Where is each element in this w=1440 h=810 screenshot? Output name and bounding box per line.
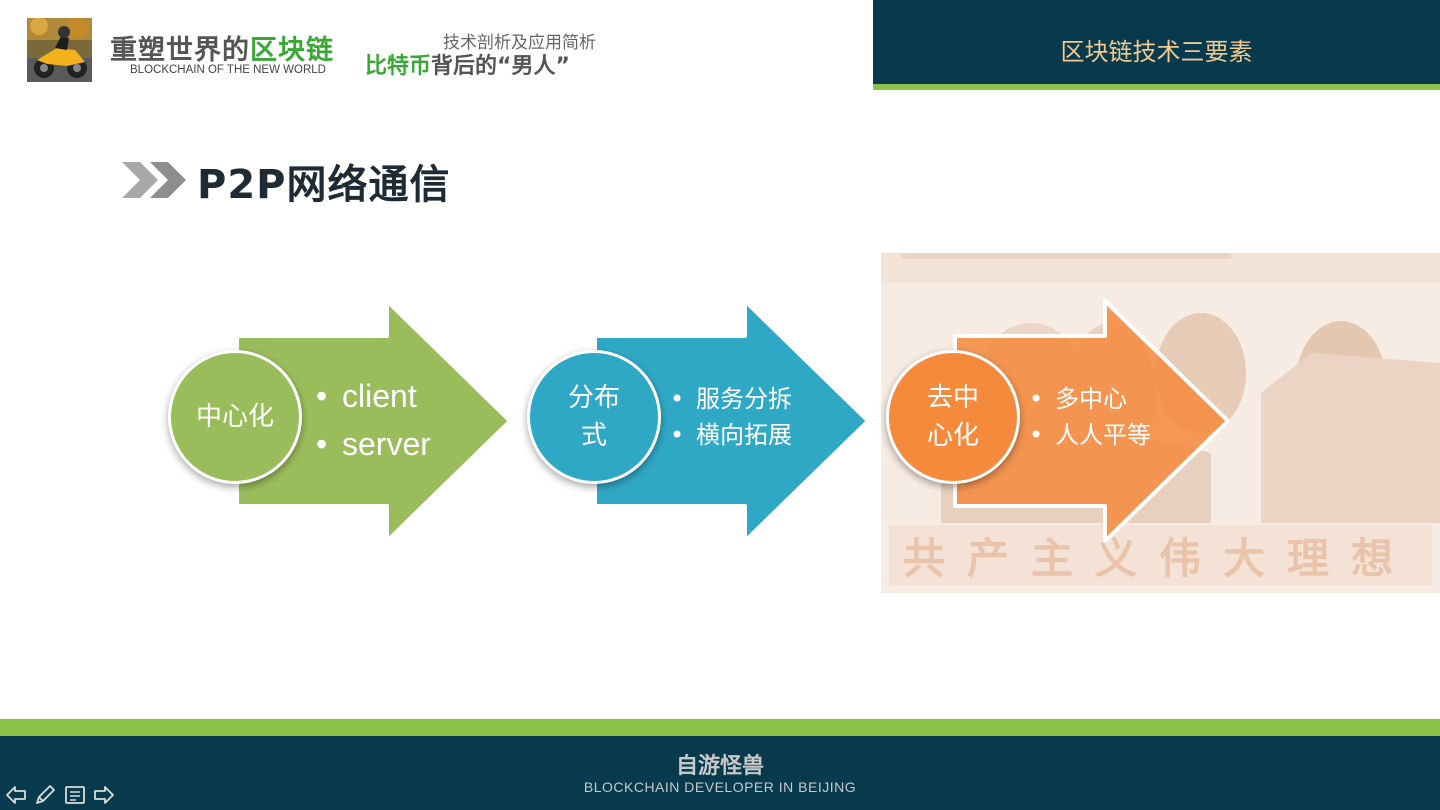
stage-label: 去中心化 xyxy=(927,379,979,455)
footer-subtitle: BLOCKCHAIN DEVELOPER IN BEIJING xyxy=(583,779,857,795)
pen-icon[interactable] xyxy=(33,783,57,807)
stage-label: 中心化 xyxy=(195,402,274,432)
topic-title-highlight: 比特币 xyxy=(365,54,432,79)
stage-circle-decentralized: 去中心化 xyxy=(886,350,1020,484)
topic-title-rest: 背后的“男人” xyxy=(431,54,570,79)
stage-circle-centralized: 中心化 xyxy=(168,350,302,484)
poster-caption: 共产主义伟大理想 xyxy=(903,534,1415,583)
stage-label-line1: 去中 xyxy=(926,383,979,413)
brand-title-highlight: 区块链 xyxy=(250,35,334,66)
bullet-item: server xyxy=(316,420,431,468)
stage-label-line1: 分布 xyxy=(567,383,620,413)
stage-bullets-3: 多中心 人人平等 xyxy=(1029,381,1151,453)
footer-title: 自游怪兽 xyxy=(675,754,764,779)
topic-subtitle: 技术剖析及应用简析 xyxy=(443,33,596,53)
footer-bar xyxy=(0,736,1440,810)
stage-label-line2: 式 xyxy=(580,421,607,451)
bullet-item: 横向拓展 xyxy=(670,417,792,453)
slide-heading: P2P网络通信 xyxy=(197,162,451,208)
double-chevron-icon xyxy=(122,162,186,198)
previous-icon[interactable] xyxy=(4,783,28,807)
header-panel xyxy=(873,0,1440,84)
brand-title: 重塑世界的区块链 xyxy=(110,28,334,67)
bullet-item: 人人平等 xyxy=(1029,417,1151,453)
section-title: 区块链技术三要素 xyxy=(1060,38,1253,66)
menu-icon[interactable] xyxy=(63,783,87,807)
bullet-item: client xyxy=(316,372,431,420)
logo-image xyxy=(27,18,92,82)
bullet-item: 服务分拆 xyxy=(670,381,792,417)
stage-circle-distributed: 分布式 xyxy=(527,350,661,484)
topic-title: 比特币背后的“男人” xyxy=(365,48,570,80)
stage-bullets-1: client server xyxy=(316,372,431,468)
stage-label: 分布式 xyxy=(568,379,620,455)
next-icon[interactable] xyxy=(92,783,116,807)
stage-bullets-2: 服务分拆 横向拓展 xyxy=(670,381,792,453)
brand-title-prefix: 重塑世界的 xyxy=(110,35,250,66)
stage-label-line2: 心化 xyxy=(926,421,979,451)
bullet-item: 多中心 xyxy=(1029,381,1151,417)
footer-accent-stripe xyxy=(0,719,1440,736)
brand-subtitle: BLOCKCHAIN OF THE NEW WORLD xyxy=(130,64,326,76)
header-accent-stripe xyxy=(873,84,1440,90)
